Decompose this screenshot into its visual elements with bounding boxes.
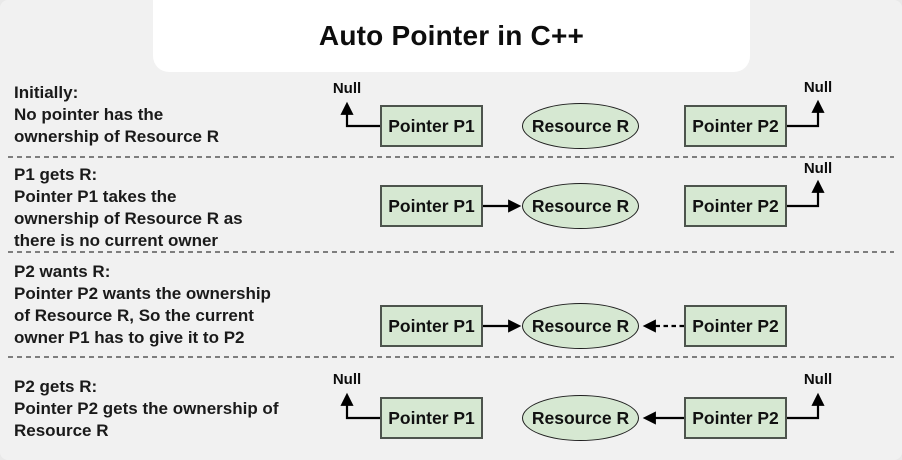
row2-pointer-p1-box: Pointer P1 — [380, 185, 483, 227]
row2-pointer-p2-box: Pointer P2 — [684, 185, 787, 227]
row1-null-left-label: Null — [332, 80, 362, 97]
row-separator — [8, 251, 894, 253]
row1-caption: Initially: No pointer has the ownership … — [14, 83, 219, 146]
row4-resource-ellipse: Resource R — [522, 395, 639, 441]
row4-null-right-label: Null — [803, 371, 833, 388]
row4-caption: P2 gets R: Pointer P2 gets the ownership… — [14, 377, 279, 440]
row3-resource-ellipse: Resource R — [522, 303, 639, 349]
row1-resource-ellipse: Resource R — [522, 103, 639, 149]
row1-null-right-label: Null — [803, 79, 833, 96]
row1-pointer-p1-box: Pointer P1 — [380, 105, 483, 147]
row-separator — [8, 156, 894, 158]
row4-pointer-p1-box: Pointer P1 — [380, 397, 483, 439]
row3-pointer-p1-box: Pointer P1 — [380, 305, 483, 347]
arrow-p2-to-null-row2 — [787, 179, 825, 208]
row-separator — [8, 356, 894, 358]
row2-null-right-label: Null — [803, 160, 833, 177]
arrow-p1-to-null-row1 — [340, 101, 380, 128]
arrow-p2-to-null-row4 — [787, 392, 825, 420]
arrow-p2-to-null-row1 — [787, 99, 825, 128]
row2-caption: P1 gets R: Pointer P1 takes the ownershi… — [14, 165, 243, 250]
row4-pointer-p2-box: Pointer P2 — [684, 397, 787, 439]
row4-null-left-label: Null — [332, 371, 362, 388]
title-card: Auto Pointer in C++ — [153, 0, 750, 72]
arrow-p1-to-null-row4 — [340, 392, 380, 420]
page-title: Auto Pointer in C++ — [318, 20, 585, 51]
row3-pointer-p2-box: Pointer P2 — [684, 305, 787, 347]
row2-resource-ellipse: Resource R — [522, 183, 639, 229]
row3-caption: P2 wants R: Pointer P2 wants the ownersh… — [14, 262, 271, 347]
row1-pointer-p2-box: Pointer P2 — [684, 105, 787, 147]
